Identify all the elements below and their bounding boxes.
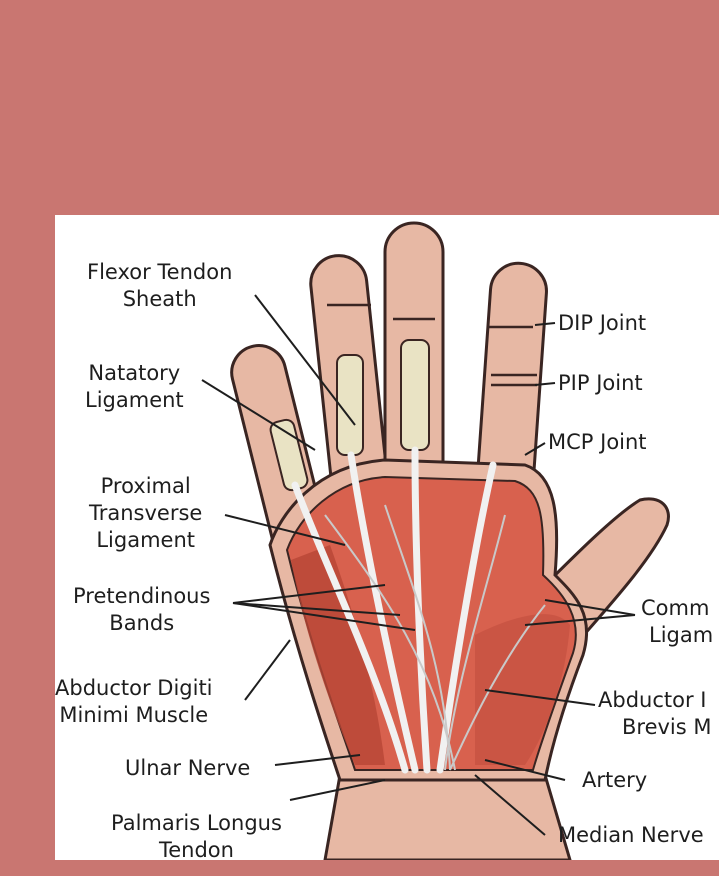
wrist <box>323 773 572 860</box>
label-natatory-ligament: Natatory Ligament <box>85 361 184 412</box>
hand-anatomy-illustration <box>201 221 670 860</box>
sheath-middle <box>400 339 430 451</box>
pretendinous-bands <box>324 504 546 771</box>
label-pretendinous-bands: Pretendinous Bands <box>73 584 211 635</box>
label-proximal-transverse-ligament: Proximal Transverse Ligament <box>89 474 203 552</box>
label-abductor-brevis: Abductor I Brevis M <box>598 688 712 739</box>
label-median-nerve: Median Nerve <box>558 823 704 847</box>
label-artery: Artery <box>582 768 648 792</box>
label-common-ligament: Comm Ligam <box>641 596 714 647</box>
label-abductor-digiti-minimi: Abductor Digiti Minimi Muscle <box>55 676 213 727</box>
label-mcp-joint: MCP Joint <box>548 430 647 454</box>
label-flexor-tendon-sheath: Flexor Tendon Sheath <box>87 260 233 311</box>
diagram-panel: Flexor Tendon Sheath Natatory Ligament P… <box>55 215 719 860</box>
label-dip-joint: DIP Joint <box>558 311 647 335</box>
label-palmaris-longus: Palmaris Longus Tendon <box>111 811 282 860</box>
leader-lines <box>201 294 636 836</box>
label-ulnar-nerve: Ulnar Nerve <box>125 756 251 780</box>
sheath-ring <box>336 354 364 456</box>
label-pip-joint: PIP Joint <box>558 371 643 395</box>
joint-creases <box>327 303 537 387</box>
hypothenar-muscle <box>291 545 385 765</box>
thenar-muscle <box>475 614 570 765</box>
